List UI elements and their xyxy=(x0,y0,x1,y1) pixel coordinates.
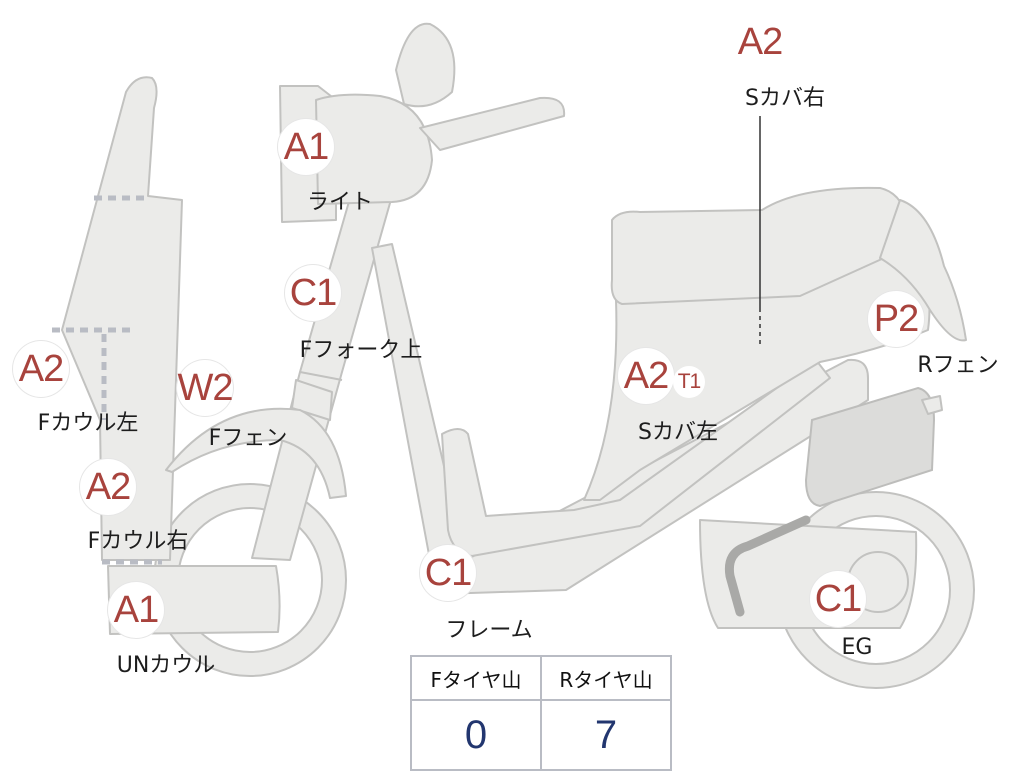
label-engine: EG xyxy=(841,635,873,660)
grade-badge-s-cover-left-extra: T1 xyxy=(673,366,705,398)
mirror xyxy=(395,22,456,108)
grade-badge-r-fender: P2 xyxy=(868,291,924,347)
value-rear-tire: 7 xyxy=(540,699,672,771)
rear-fender xyxy=(879,199,967,342)
label-s-cover-right: Sカバ右 xyxy=(745,86,825,111)
label-f-fender: Fフェン xyxy=(208,426,288,451)
label-s-cover-left: Sカバ左 xyxy=(638,420,718,445)
tire-table-header-row: Fタイヤ山 Rタイヤ山 xyxy=(410,655,672,701)
grade-badge-frame: C1 xyxy=(420,545,476,601)
header-front-tire: Fタイヤ山 xyxy=(410,655,542,701)
front-cowl xyxy=(52,76,183,565)
grade-badge-f-fork-upper: C1 xyxy=(285,265,341,321)
tire-table-value-row: 0 7 xyxy=(410,699,672,771)
handlebar xyxy=(419,96,566,151)
grade-badge-f-fender: W2 xyxy=(177,360,234,416)
label-f-cowl-left: Fカウル左 xyxy=(37,411,139,436)
value-front-tire: 0 xyxy=(410,699,542,771)
grade-badge-s-cover-right: A2 xyxy=(737,20,783,63)
label-f-fork-upper: Fフォーク上 xyxy=(299,338,423,363)
grade-badge-engine: C1 xyxy=(810,571,866,627)
grade-badge-light: A1 xyxy=(278,119,334,175)
label-light: ライト xyxy=(306,190,374,215)
label-f-cowl-right: Fカウル右 xyxy=(87,529,189,554)
front-fork xyxy=(251,195,393,561)
label-r-fender: Rフェン xyxy=(917,353,999,378)
label-un-cowl: UNカウル xyxy=(116,653,216,678)
grade-badge-un-cowl: A1 xyxy=(108,582,164,638)
tire-tread-table: Fタイヤ山 Rタイヤ山 0 7 xyxy=(410,655,672,771)
front-fender xyxy=(165,407,347,499)
grade-badge-f-cowl-right: A2 xyxy=(80,459,136,515)
header-rear-tire: Rタイヤ山 xyxy=(540,655,672,701)
label-frame: フレーム xyxy=(445,618,533,643)
grade-badge-s-cover-left: A2 xyxy=(618,348,674,404)
grade-badge-f-cowl-left: A2 xyxy=(13,341,69,397)
